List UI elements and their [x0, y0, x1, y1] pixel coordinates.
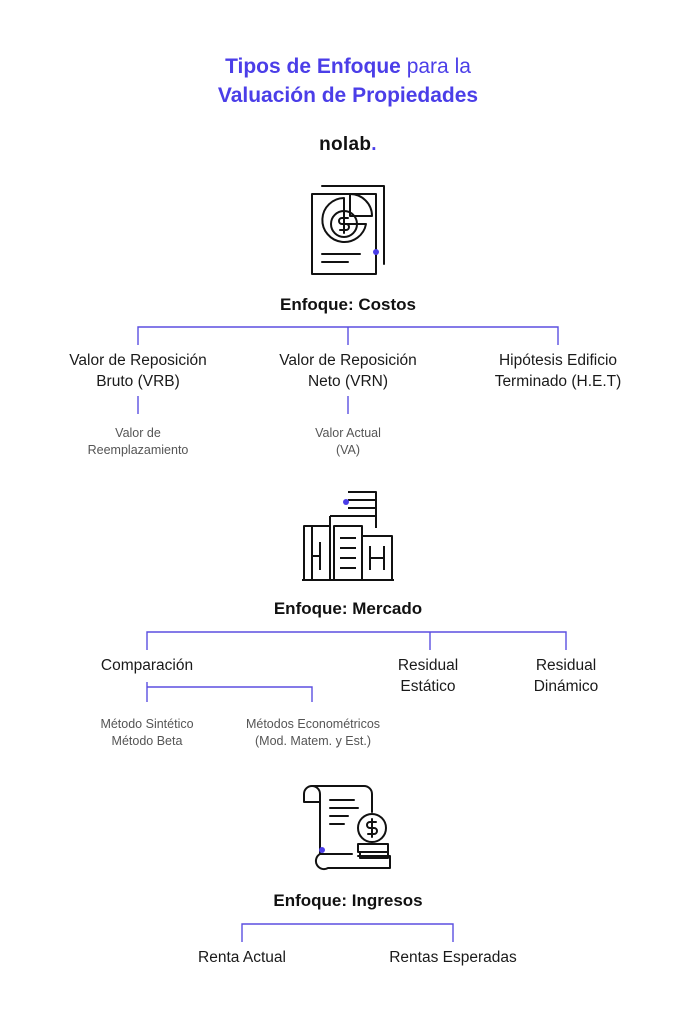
node-vrb-line1: Valor de Reposición — [69, 352, 207, 369]
title-plain: para la — [406, 55, 471, 78]
sub-metodo-sintetico-line1: Método Sintético — [100, 717, 194, 731]
sub-valor-actual: Valor Actual (VA) — [268, 425, 428, 459]
node-vrn: Valor de Reposición Neto (VRN) — [248, 350, 448, 392]
title-accent-2: Valuación de Propiedades — [217, 84, 479, 107]
brand-logo: nolab. — [0, 134, 696, 156]
scroll-dollar-coin-icon — [303, 785, 391, 871]
section-title-mercado: Enfoque: Mercado — [273, 599, 423, 618]
title-accent-1: Tipos de Enfoque — [225, 55, 401, 78]
node-vrb-line2: Bruto (VRB) — [96, 373, 180, 390]
node-residual-dinamico-line1: Residual — [535, 657, 597, 674]
node-het-line2: Terminado (H.E.T) — [494, 373, 622, 390]
sub-reemplazamiento-line1: Valor de — [115, 426, 161, 440]
page-title: Tipos de Enfoque para la Valuación de Pr… — [0, 52, 696, 110]
brand-dot: . — [371, 134, 377, 155]
buildings-icon — [302, 491, 394, 581]
node-het-line1: Hipótesis Edificio — [498, 352, 618, 369]
node-residual-dinamico: Residual Dinámico — [506, 655, 626, 697]
sub-metodos-econometricos-line1: Métodos Econométricos — [245, 717, 381, 731]
node-comparacion: Comparación — [72, 655, 222, 676]
document-dollar-chart-icon — [311, 185, 385, 275]
node-comparacion-line1: Comparación — [100, 657, 194, 674]
section-title-ingresos: Enfoque: Ingresos — [273, 891, 423, 910]
sub-metodos-econometricos-line2: (Mod. Matem. y Est.) — [255, 734, 371, 748]
sub-valor-actual-line2: (VA) — [335, 443, 361, 457]
node-renta-actual-line1: Renta Actual — [198, 949, 286, 966]
node-rentas-esperadas-line1: Rentas Esperadas — [389, 949, 517, 966]
node-vrn-line1: Valor de Reposición — [279, 352, 417, 369]
node-vrn-line2: Neto (VRN) — [307, 373, 389, 390]
node-renta-actual: Renta Actual — [162, 947, 322, 968]
brand-name: nolab — [319, 134, 372, 155]
sub-valor-actual-line1: Valor Actual — [315, 426, 381, 440]
node-vrb: Valor de Reposición Bruto (VRB) — [38, 350, 238, 392]
sub-reemplazamiento: Valor de Reemplazamiento — [58, 425, 218, 459]
node-residual-estatico-line2: Estático — [400, 678, 456, 695]
sub-metodo-sintetico: Método Sintético Método Beta — [72, 716, 222, 750]
sub-metodos-econometricos: Métodos Econométricos (Mod. Matem. y Est… — [218, 716, 408, 750]
node-rentas-esperadas: Rentas Esperadas — [363, 947, 543, 968]
node-residual-estatico: Residual Estático — [368, 655, 488, 697]
sub-reemplazamiento-line2: Reemplazamiento — [87, 443, 189, 457]
sub-metodo-sintetico-line2: Método Beta — [111, 734, 183, 748]
node-het: Hipótesis Edificio Terminado (H.E.T) — [458, 350, 658, 392]
section-title-costos: Enfoque: Costos — [280, 295, 416, 314]
node-residual-estatico-line1: Residual — [397, 657, 459, 674]
node-residual-dinamico-line2: Dinámico — [533, 678, 599, 695]
